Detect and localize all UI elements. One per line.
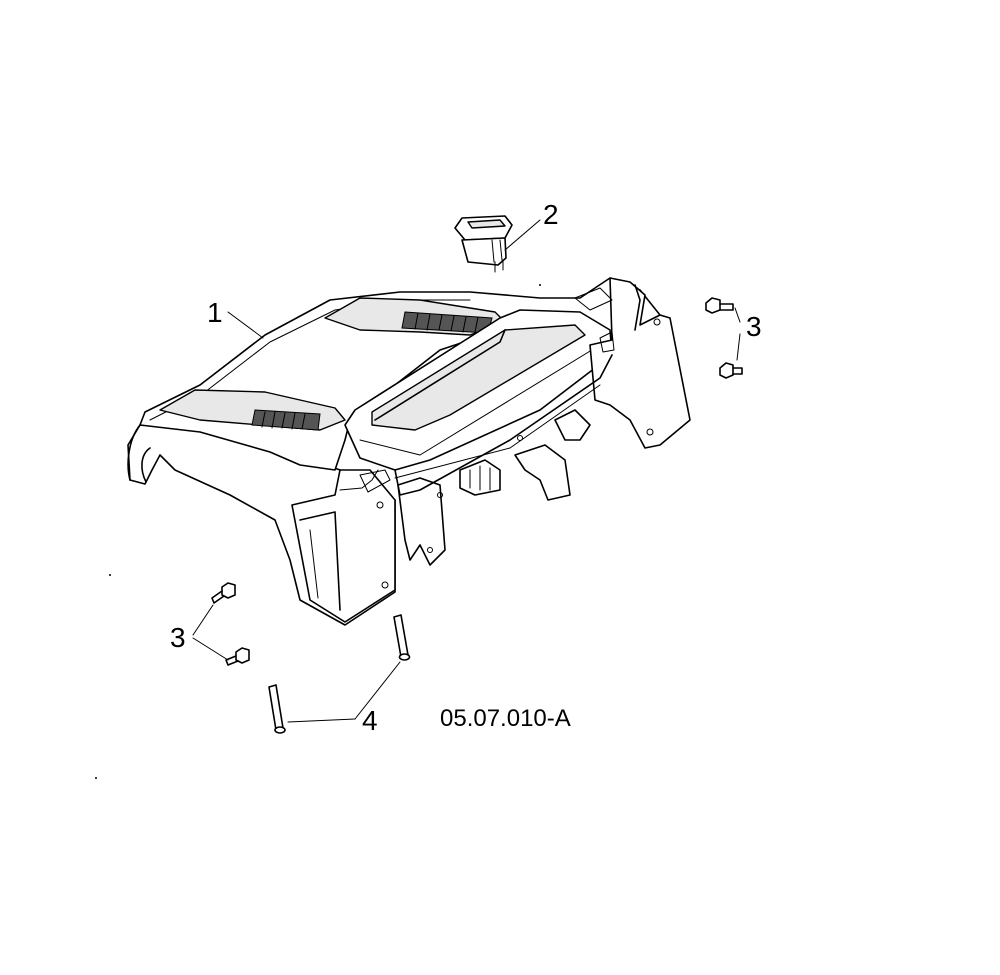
leader-line-2 bbox=[504, 219, 541, 251]
leader-line-1 bbox=[227, 311, 264, 339]
callout-4: 4 bbox=[362, 705, 378, 736]
pin-left bbox=[268, 684, 286, 734]
switch-part bbox=[454, 215, 513, 273]
callout-3-left: 3 bbox=[170, 622, 186, 653]
left-vent-grille bbox=[251, 409, 321, 431]
callout-3-right: 3 bbox=[746, 311, 762, 342]
console-housing bbox=[95, 277, 691, 779]
bolt-right-upper bbox=[705, 297, 734, 314]
callout-1: 1 bbox=[207, 297, 223, 328]
callout-2: 2 bbox=[543, 199, 559, 230]
bolt-right-lower bbox=[719, 362, 743, 379]
bolt-left-upper bbox=[211, 582, 236, 604]
pin-right bbox=[393, 614, 411, 661]
drawing-code: 05.07.010-A bbox=[440, 705, 571, 732]
bolt-left-lower bbox=[225, 647, 250, 666]
